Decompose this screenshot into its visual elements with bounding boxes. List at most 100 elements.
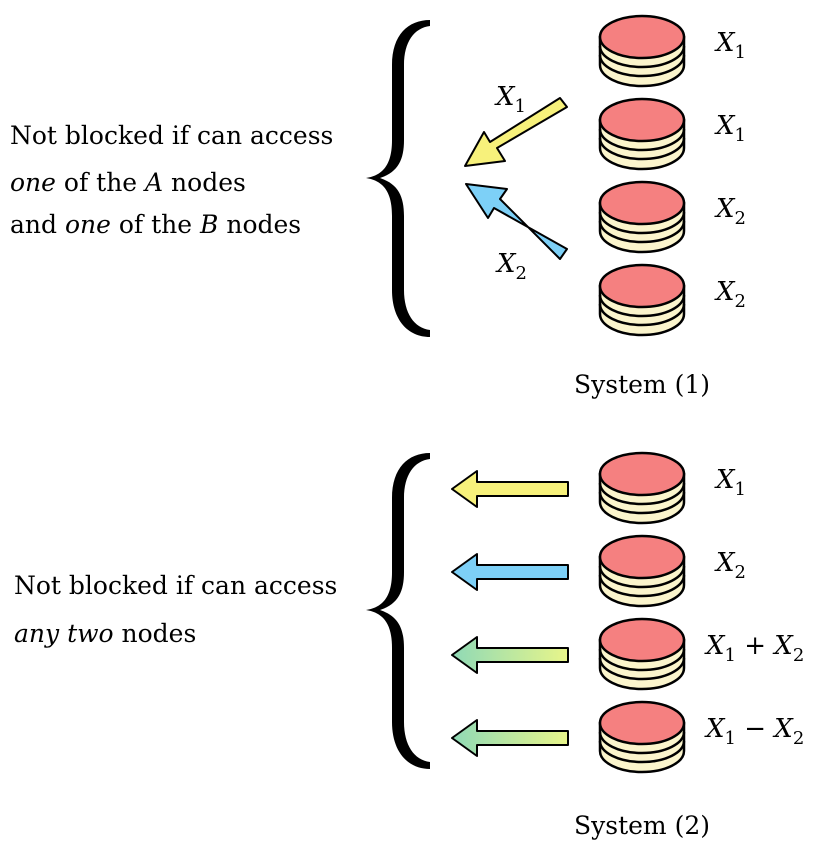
system-1: Not blocked if can access one of the A n… [10, 14, 746, 399]
label-variable: X [772, 631, 794, 661]
system-1-description-line-1: Not blocked if can access [10, 121, 333, 150]
system-1-nodes: X1​ X1​ X2​ X2​ [598, 14, 746, 337]
arrow-x1 [464, 97, 568, 167]
disk-ring [598, 294, 686, 318]
label-variable: X [704, 714, 726, 744]
storage-node-icon [598, 534, 686, 608]
node-label: X1​ [714, 465, 746, 500]
storage-node-icon [598, 180, 686, 254]
description-segment: nodes [218, 210, 301, 239]
label-subscript: 1 [735, 479, 746, 500]
storage-node-icon [598, 451, 686, 525]
storage-node-icon [598, 97, 686, 171]
storage-node: X2​ [598, 534, 746, 608]
node-label: X2​ [714, 277, 746, 312]
storage-node-icon [598, 617, 686, 691]
storage-node: X1​ [598, 97, 746, 171]
system-1-arrows: X1​ X2​ [464, 82, 568, 284]
left-arrow [451, 719, 569, 757]
disk-top [598, 14, 686, 60]
label-subscript: 2 [793, 645, 804, 666]
node-label: X2​ [714, 194, 746, 229]
disk-ring [598, 731, 686, 755]
disk-top [598, 534, 686, 580]
label-subscript: 2 [735, 291, 746, 312]
description-segment: any two [14, 619, 114, 648]
system-1-curly-brace [366, 20, 430, 337]
disk-top [598, 451, 686, 497]
disk-top [598, 617, 686, 663]
label-subscript: 1 [515, 96, 526, 117]
system-1-description-line-2: one of the A nodes [10, 168, 246, 197]
disk-ring [598, 303, 686, 327]
description-segment: and [10, 210, 65, 239]
left-arrow [451, 553, 569, 591]
description-segment: of the [111, 210, 200, 239]
system-2-description: Not blocked if can access any two nodes [14, 571, 345, 648]
description-segment: Not blocked if can access [10, 121, 333, 150]
label-variable: X [714, 465, 736, 495]
description-segment: A [143, 168, 163, 197]
storage-node: X1​ − X2​ [598, 700, 804, 774]
label-operator: − [736, 714, 774, 744]
storage-node: X1​ [598, 14, 746, 88]
disk-ring [598, 482, 686, 506]
disk-ring [598, 574, 686, 598]
label-variable: X [704, 631, 726, 661]
storage-node: X2​ [598, 180, 746, 254]
label-subscript: 2 [793, 728, 804, 749]
label-subscript: 1 [735, 42, 746, 63]
node-label: X1​ [714, 28, 746, 63]
system-2-description-line-1: Not blocked if can access [14, 571, 337, 600]
storage-node: X1​ [598, 451, 746, 525]
disk-top [598, 700, 686, 746]
storage-node: X2​ [598, 263, 746, 337]
disk-ring [598, 657, 686, 681]
system-2-curly-brace [366, 453, 430, 769]
disk-ring [598, 211, 686, 235]
disk-ring [598, 137, 686, 161]
label-operator: + [736, 631, 774, 661]
disk-ring [598, 648, 686, 672]
disk-top [598, 263, 686, 309]
system-2-description-line-2: any two nodes [14, 619, 196, 648]
storage-node-icon [598, 700, 686, 774]
description-segment: nodes [163, 168, 246, 197]
disk-ring [598, 565, 686, 589]
system-1-caption: System (1) [574, 370, 710, 399]
label-variable: X [772, 714, 794, 744]
label-subscript: 1 [725, 645, 736, 666]
disk-ring [598, 128, 686, 152]
system-1-description-line-3: and one of the B nodes [10, 210, 301, 239]
description-segment: Not blocked if can access [14, 571, 337, 600]
left-arrow [451, 470, 569, 508]
description-segment: of the [56, 168, 145, 197]
node-label: X1​ [714, 111, 746, 146]
storage-node-icon [598, 263, 686, 337]
system-2-arrows [451, 470, 569, 757]
label-variable: X [714, 194, 736, 224]
label-subscript: 2 [735, 208, 746, 229]
disk-top [598, 180, 686, 226]
system-2-nodes: X1​ X2​ X1​ + X2​ X1​ − X2​ [598, 451, 804, 774]
storage-node-icon [598, 14, 686, 88]
disk-ring [598, 491, 686, 515]
label-subscript: 2 [735, 562, 746, 583]
label-variable: X [714, 111, 736, 141]
label-variable: X [714, 28, 736, 58]
label-subscript: 1 [735, 125, 746, 146]
label-variable: X [495, 249, 517, 279]
label-variable: X [714, 548, 736, 578]
system-1-description: Not blocked if can access one of the A n… [10, 121, 341, 239]
left-arrow [451, 636, 569, 674]
system-2: Not blocked if can access any two nodes … [14, 451, 804, 840]
arrow-x1-label: X1​ [494, 82, 526, 117]
label-subscript: 2 [516, 263, 527, 284]
description-segment: B [199, 210, 218, 239]
label-variable: X [494, 82, 516, 112]
system-2-caption: System (2) [574, 811, 710, 840]
arrow-x2 [465, 183, 568, 260]
disk-ring [598, 45, 686, 69]
storage-node: X1​ + X2​ [598, 617, 804, 691]
description-segment: one [65, 210, 111, 239]
